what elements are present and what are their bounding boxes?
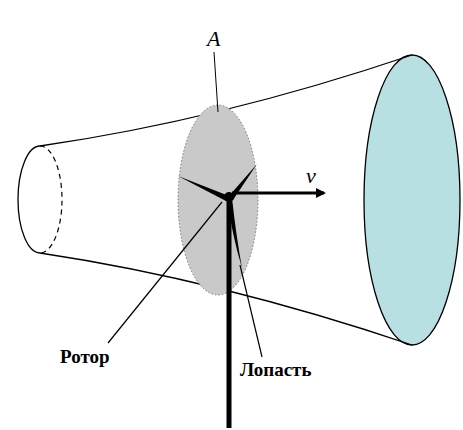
- leader-line: [240, 265, 262, 357]
- blade-label: Лопасть: [240, 360, 311, 379]
- leader-line: [214, 52, 218, 112]
- inlet-front: [18, 146, 40, 253]
- rotor-label: Ротор: [60, 347, 110, 366]
- blade: [178, 176, 229, 201]
- velocity-label: v: [306, 165, 316, 187]
- outlet-ellipse: [364, 55, 460, 345]
- leader-line: [108, 202, 222, 343]
- area-label: A: [207, 28, 220, 50]
- tower: [227, 198, 232, 428]
- velocity-arrow: [232, 192, 324, 195]
- rotor-disc: [178, 105, 258, 295]
- inlet-back: [40, 146, 62, 253]
- blade: [227, 198, 242, 268]
